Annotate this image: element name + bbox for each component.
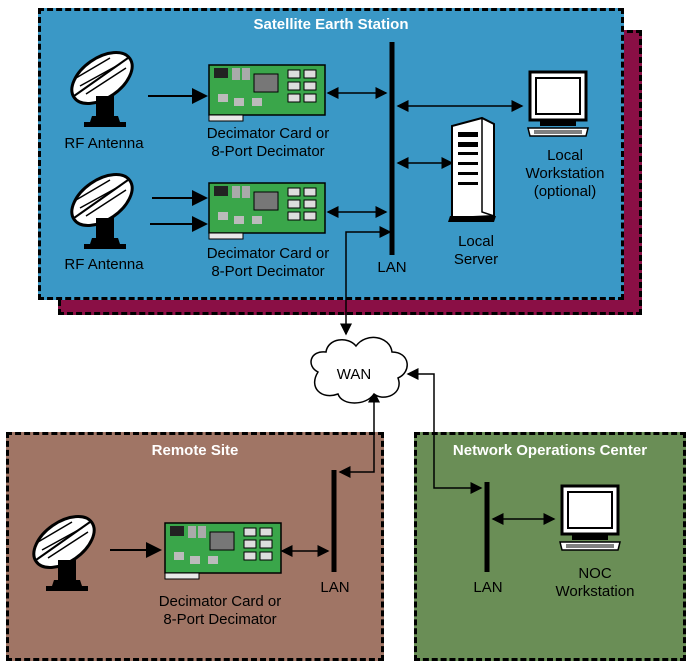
decimator-label: Decimator Card or 8-Port Decimator [206,245,330,280]
satellite-dish-icon [32,515,96,591]
noc-workstation-label: NOC Workstation [555,565,635,600]
lan-label: LAN [320,579,350,596]
local-workstation-label: Local Workstation (optional) [525,147,605,200]
crt-monitor-icon [527,70,589,137]
wan-label: WAN [336,366,372,383]
link-remote-lan-to-wan [338,390,380,478]
network-operations-center-title: Network Operations Center [452,442,648,459]
link-wan-to-noc-lan [406,368,483,494]
satellite-dish-icon [70,173,134,249]
satellite-dish-icon [70,51,134,127]
remote-site-title: Remote Site [151,442,239,459]
server-tower-icon [448,116,496,222]
decimator-card-icon [208,64,326,122]
decimator-card-icon [164,522,282,580]
cloud-icon [310,336,408,404]
decimator-card-icon [208,182,326,240]
decimator-label: Decimator Card or 8-Port Decimator [158,593,282,628]
link-satellite-lan-to-wan [340,226,392,336]
lan-label: LAN [473,579,503,596]
decimator-label: Decimator Card or 8-Port Decimator [206,125,330,160]
satellite-earth-station-region [38,8,624,300]
lan-label: LAN [377,259,407,276]
local-server-label: Local Server [453,233,499,268]
satellite-earth-station-title: Satellite Earth Station [253,16,409,33]
rf-antenna-label: RF Antenna [64,256,144,273]
rf-antenna-label: RF Antenna [64,135,144,152]
crt-monitor-icon [559,484,621,551]
